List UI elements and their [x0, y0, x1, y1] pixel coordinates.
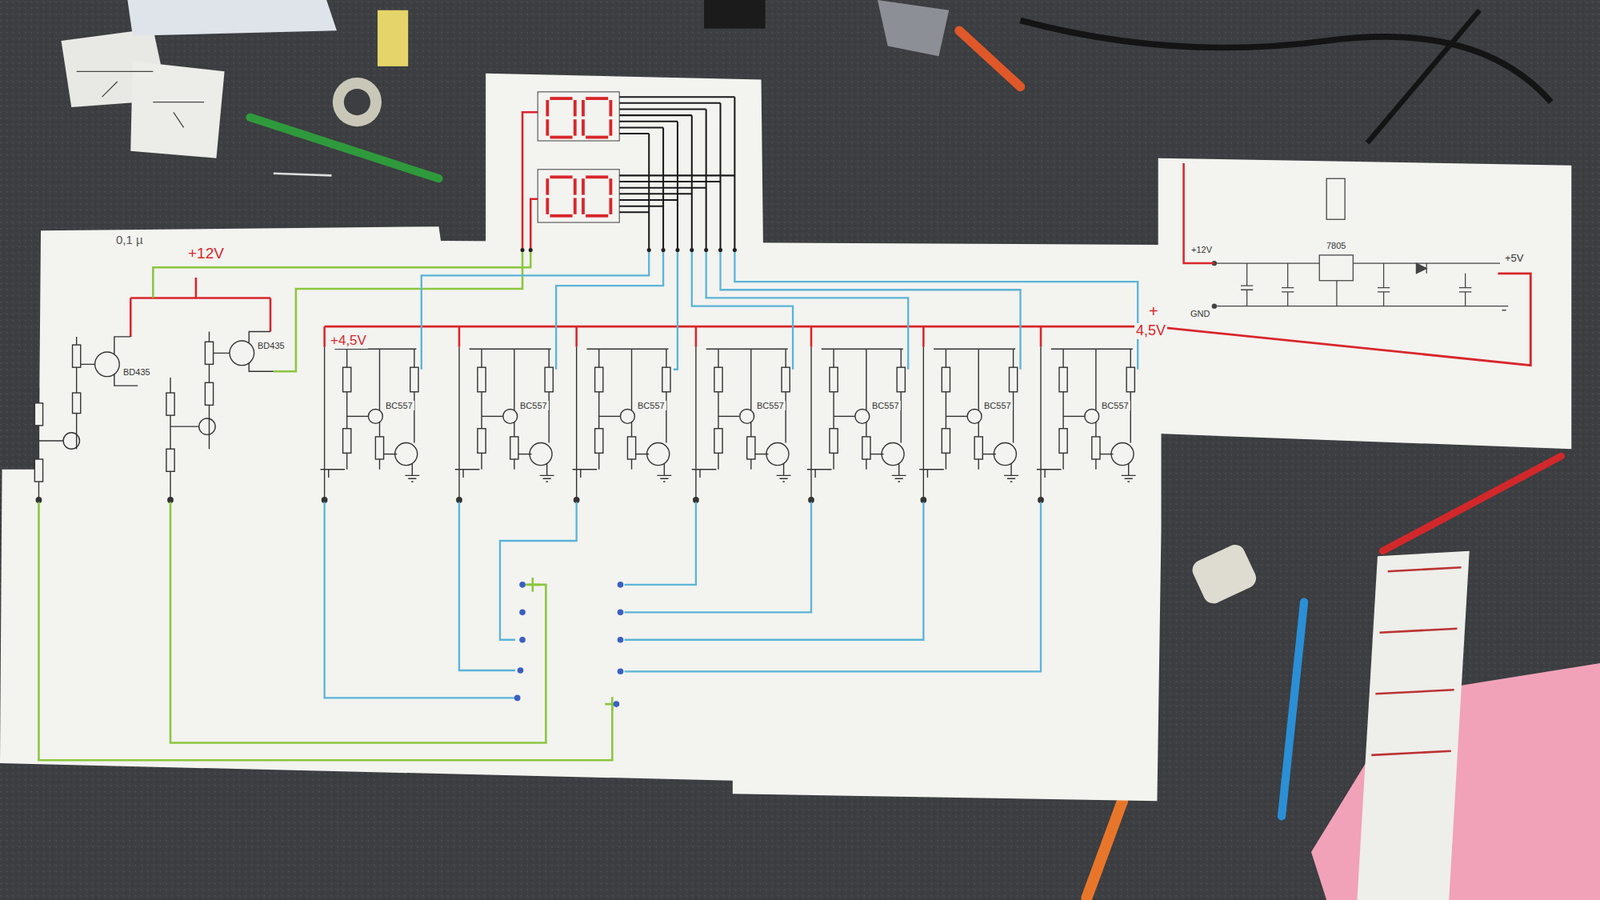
part-label: BC557 — [636, 400, 667, 411]
voltage-label: +12V — [186, 245, 226, 263]
pin-label: +12V — [1189, 244, 1214, 255]
part-label: BC557 — [384, 400, 415, 411]
part-label: BD435 — [256, 340, 287, 351]
part-label: BC557 — [982, 400, 1013, 411]
part-label: 7805 — [1324, 240, 1348, 251]
voltage-label: + — [1147, 302, 1160, 320]
voltage-label: +5V — [1503, 252, 1526, 264]
part-label: BC557 — [1100, 400, 1131, 411]
voltage-label: +4,5V — [328, 333, 368, 349]
part-label: BC557 — [518, 400, 549, 411]
note-label: 0,1 µ — [114, 233, 145, 248]
pin-label: GND — [1188, 308, 1212, 319]
voltage-label: 4,5V — [1134, 323, 1168, 340]
part-label: BD435 — [121, 367, 152, 377]
part-label: BC557 — [870, 400, 901, 411]
part-label: BC557 — [755, 400, 786, 411]
